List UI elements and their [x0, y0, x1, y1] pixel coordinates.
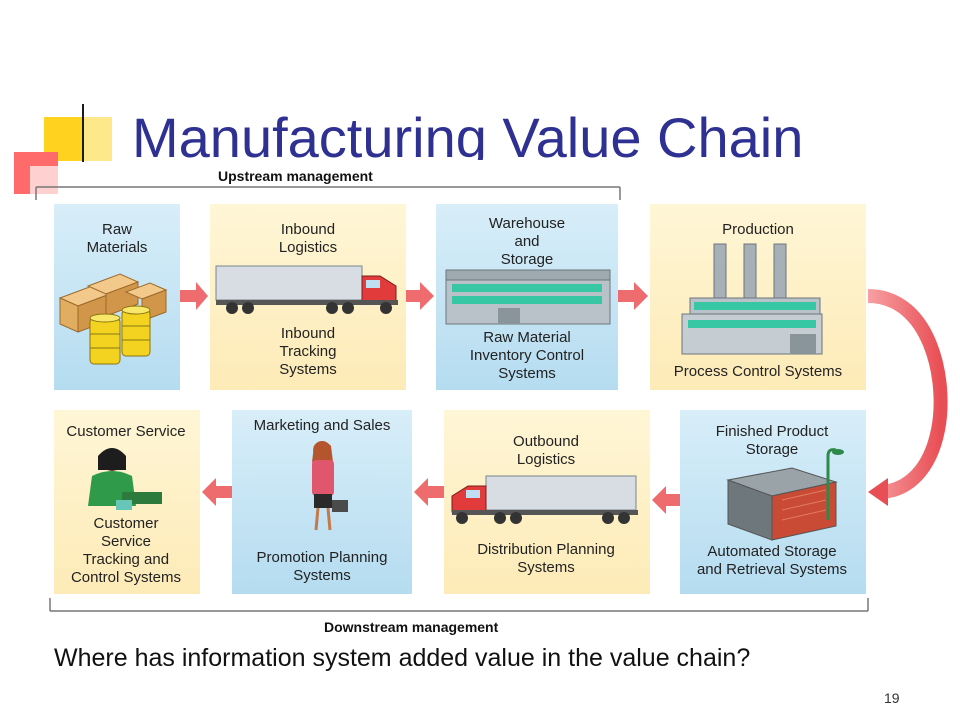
box-label-line: Systems: [279, 361, 337, 378]
box-label-line: Storage: [501, 251, 554, 268]
box-label-line: Systems: [517, 559, 575, 576]
box-label-line: Finished Product: [716, 423, 829, 440]
arrow-production-to-finished-storage: [867, 289, 948, 506]
page-number: 19: [884, 690, 900, 706]
question-text: Where has information system added value…: [54, 644, 751, 672]
inbound-truck-icon: [215, 265, 398, 314]
box-label-line: Marketing and Sales: [254, 417, 391, 434]
box-label-line: Process Control Systems: [674, 363, 842, 380]
arrow-raw-to-inbound: [180, 282, 208, 310]
label-production-bottom: Process Control Systems: [674, 363, 842, 380]
box-label-line: Distribution Planning: [477, 541, 615, 558]
label-customer-service-top: Customer Service: [66, 423, 185, 440]
downstream-bracket: Downstream management: [49, 598, 869, 635]
downstream-label: Downstream management: [324, 619, 499, 635]
box-label-line: Production: [722, 221, 794, 238]
arrow-inbound-to-warehouse: [406, 282, 434, 310]
box-label-line: Systems: [498, 365, 556, 382]
box-label-line: Customer Service: [66, 423, 185, 440]
box-label-line: Promotion Planning: [257, 549, 388, 566]
box-label-line: Service: [101, 533, 151, 550]
factory-icon: [681, 243, 823, 355]
label-production-top: Production: [722, 221, 794, 238]
deco-square-red-inner: [30, 166, 58, 194]
box-label-line: Logistics: [517, 451, 575, 468]
box-label-line: and: [514, 233, 539, 250]
box-label-line: Inbound: [281, 221, 335, 238]
box-label-line: and Retrieval Systems: [697, 561, 847, 578]
box-label-line: Warehouse: [489, 215, 565, 232]
upstream-label: Upstream management: [218, 168, 373, 184]
deco-line-vertical: [82, 104, 84, 162]
deco-square-yellow-light: [82, 117, 112, 161]
box-label-line: Customer: [93, 515, 158, 532]
businesswoman-icon: [312, 441, 348, 531]
box-label-line: Inbound: [281, 325, 335, 342]
slide-title: Manufacturing Value Chain: [132, 106, 804, 160]
box-label-line: Raw Material: [483, 329, 571, 346]
box-label-line: Tracking and: [83, 551, 169, 568]
box-label-line: Control Systems: [71, 569, 181, 586]
box-label-line: Logistics: [279, 239, 337, 256]
box-label-line: Tracking: [280, 343, 337, 360]
arrow-warehouse-to-production: [618, 282, 648, 310]
customer-service-rep-icon: [88, 448, 162, 510]
crates-barrels-icon: [58, 273, 168, 365]
arrow-marketing-to-customer-service: [202, 478, 232, 506]
box-production: [650, 204, 866, 390]
storage-building-icon: [726, 448, 844, 541]
arrow-outbound-to-marketing: [414, 478, 444, 506]
arrow-finished-to-outbound: [652, 486, 680, 514]
box-label-line: Automated Storage: [707, 543, 836, 560]
label-marketing-sales-top: Marketing and Sales: [254, 417, 391, 434]
upstream-bracket: Upstream management: [35, 166, 621, 200]
box-label-line: Inventory Control: [470, 347, 584, 364]
box-label-line: Outbound: [513, 433, 579, 450]
box-label-line: Raw: [102, 221, 132, 238]
warehouse-icon: [445, 269, 611, 325]
box-label-line: Materials: [87, 239, 148, 256]
box-label-line: Storage: [746, 441, 799, 458]
outbound-truck-icon: [451, 475, 638, 524]
box-label-line: Systems: [293, 567, 351, 584]
